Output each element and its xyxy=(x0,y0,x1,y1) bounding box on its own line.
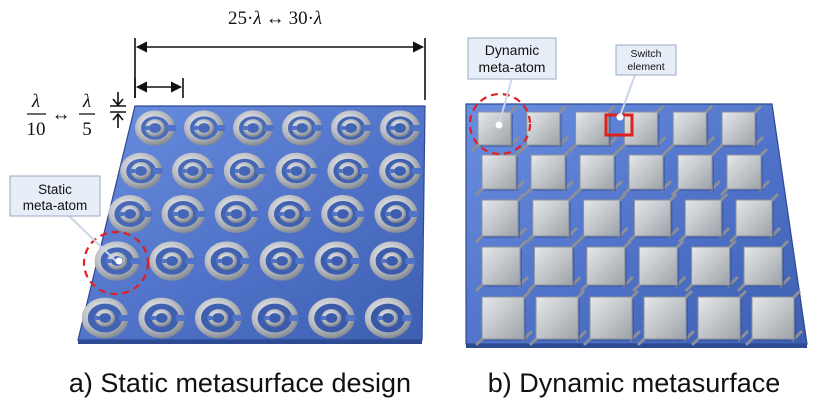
patch-atom xyxy=(736,239,792,293)
panel-a: 25·λ↔30·λ λ 10 ↔ λ 5 xyxy=(9,8,426,398)
patch-atom xyxy=(670,147,722,197)
patch-atom xyxy=(582,289,642,347)
split-ring-atom xyxy=(161,195,206,233)
static-callout-line1: Static xyxy=(38,182,72,197)
patch-atom xyxy=(474,147,526,197)
dynamic-callout-line1: Dynamic xyxy=(485,42,539,58)
width-right-coef: 30 xyxy=(289,8,308,29)
patch-atom xyxy=(568,104,618,153)
split-ring-atom xyxy=(314,241,361,281)
width-dot-2: · xyxy=(308,8,314,29)
patch-atom xyxy=(579,239,634,293)
static-callout-line2: meta-atom xyxy=(23,198,88,213)
width-lambda-1: λ xyxy=(252,8,261,29)
split-ring-atom xyxy=(268,195,313,233)
dynamic-substrate-edge xyxy=(466,344,807,348)
split-ring-atom xyxy=(172,152,215,190)
width-lambda-2: λ xyxy=(313,8,322,29)
split-ring-atom xyxy=(327,152,370,190)
patch-atom xyxy=(636,289,696,347)
patch-atom xyxy=(719,147,771,197)
svg-text:25·λ↔30·λ: 25·λ↔30·λ xyxy=(228,8,322,29)
patch-atom xyxy=(678,192,731,244)
unit-cell-dimension xyxy=(134,78,184,98)
patch-atom xyxy=(528,289,588,347)
split-ring-atom xyxy=(369,241,416,281)
panel-b: Switch element Dynamic meta-atom b) Dyna… xyxy=(465,37,808,398)
height-right-num: λ xyxy=(82,91,91,112)
switch-label-line2: element xyxy=(627,61,664,73)
split-ring-atom xyxy=(321,195,366,233)
patch-atom xyxy=(576,192,629,244)
patch-atom xyxy=(474,192,528,244)
split-ring-atom xyxy=(81,297,130,339)
split-ring-atom xyxy=(259,241,306,281)
split-ring-atom xyxy=(149,241,196,281)
thickness-dimension: λ 10 ↔ λ 5 xyxy=(27,91,126,140)
patch-atom xyxy=(728,192,782,244)
split-ring-atom xyxy=(214,195,259,233)
height-arrow: ↔ xyxy=(52,104,71,125)
patch-atom xyxy=(572,147,624,197)
width-arrow: ↔ xyxy=(266,8,285,29)
split-ring-atom xyxy=(223,152,267,190)
split-ring-atom xyxy=(374,195,419,233)
width-left-coef: 25 xyxy=(228,8,247,29)
patch-atom xyxy=(525,192,578,244)
static-meta-atom-callout: Static meta-atom xyxy=(9,175,150,296)
height-left-den: 10 xyxy=(27,119,46,140)
width-dimension: 25·λ↔30·λ xyxy=(134,8,426,100)
static-meta-atom-grid xyxy=(81,110,422,339)
patch-atom xyxy=(627,192,680,244)
panel-a-caption: a) Static metasurface design xyxy=(69,368,411,398)
height-left-num: λ xyxy=(31,91,40,112)
switch-element-callout: Switch element xyxy=(604,44,677,137)
patch-atom xyxy=(714,104,765,153)
patch-atom xyxy=(690,289,750,347)
split-ring-atom xyxy=(108,195,153,233)
patch-atom xyxy=(632,239,687,293)
dynamic-callout-line2: meta-atom xyxy=(479,59,546,75)
static-substrate-edge xyxy=(78,340,422,344)
patch-atom xyxy=(474,239,530,293)
split-ring-atom xyxy=(135,110,176,146)
patch-atom xyxy=(666,104,716,153)
patch-atom xyxy=(523,147,575,197)
patch-atom xyxy=(617,104,667,153)
split-ring-atom xyxy=(331,110,372,146)
split-ring-atom xyxy=(379,152,422,190)
split-ring-atom xyxy=(380,110,421,146)
height-right-den: 5 xyxy=(82,119,92,140)
patch-atom xyxy=(519,104,569,153)
dynamic-meta-atom-grid xyxy=(470,104,804,347)
split-ring-atom xyxy=(120,152,163,190)
split-ring-atom xyxy=(184,110,225,146)
patch-atom xyxy=(474,289,534,347)
patch-atom xyxy=(621,147,673,197)
split-ring-atom xyxy=(251,297,299,339)
split-ring-atom xyxy=(308,297,356,339)
split-ring-atom xyxy=(138,297,186,339)
panel-b-caption: b) Dynamic metasurface xyxy=(488,368,781,398)
split-ring-atom xyxy=(275,152,319,190)
split-ring-atom xyxy=(204,241,251,281)
patch-atom xyxy=(470,104,521,153)
split-ring-atom xyxy=(195,297,243,339)
dynamic-meta-atom-callout: Dynamic meta-atom xyxy=(467,37,557,156)
patch-atom xyxy=(684,239,739,293)
patch-atom xyxy=(527,239,582,293)
patch-atom xyxy=(744,289,804,347)
width-dot-1: · xyxy=(247,8,253,29)
split-ring-atom xyxy=(364,297,413,339)
switch-label-line1: Switch xyxy=(631,48,662,60)
split-ring-atom xyxy=(282,110,323,146)
split-ring-atom xyxy=(233,110,274,146)
